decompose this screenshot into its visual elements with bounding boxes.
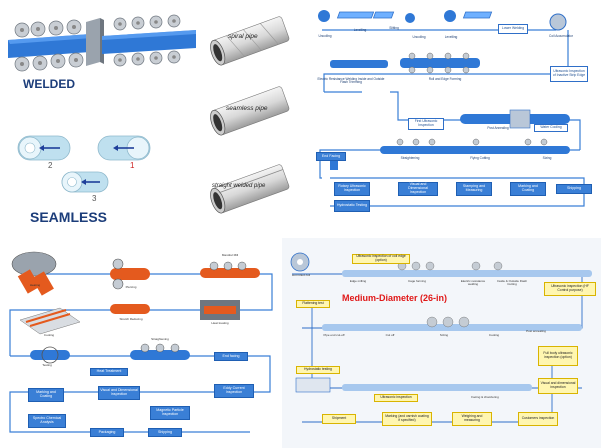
erw-step-ultrasonic-strip-edge: Ultrasonic Inspection of Inactive Strip … [550,66,588,82]
seamless-pipe-label: seamless pipe [226,105,268,112]
md-step-hydrostatic: Hydrostatic testing [296,366,340,374]
seamless-title: SEAMLESS [30,209,108,225]
erw-step-levelling: Levelling [353,28,367,32]
md-step-marking: Marking (and varnish coating if specifie… [382,412,432,426]
erw-flow-lines [318,10,585,207]
md-step-hot-rolled-coil: Hot rolled coil [291,273,311,277]
spiral-pipe-label: spiral pipe [228,33,258,40]
straight-welded-pipe-label: straight welded pipe [212,183,266,189]
md-step-shipment: Shipment [322,414,356,424]
erw-step-coil-accumulator: Coil Accumulator [549,34,573,38]
erw-step-rotary-ultrasonic: Rotary Ultrasonic Inspection [334,182,370,196]
heating-furnace [11,251,57,296]
diagram-number-2: 2 [48,161,53,170]
md-step-flash-cutting: Inside & Outside Flash Cutting [496,279,528,287]
md-step-cut-off: Cut off [385,333,395,337]
welded-mill-illustration [8,14,196,193]
md-step-full-body-ultrasonic: Full body ultrasonic inspection (option) [538,346,578,366]
seamless-step-packaging: Packaging [90,428,124,437]
seamless-step-testing: Testing [42,363,52,367]
seamless-step-heat-treating: Heat treating [211,321,229,325]
erw-step-straightening: Straightening [400,156,420,160]
md-step-weighing-measuring: Weighing and measuring [452,412,492,426]
erw-step-shipping: Shipping [556,184,592,194]
diagram-number-3: 3 [92,194,97,203]
md-step-ultrasonic-hf: Ultrasonic inspection (HF Control purpos… [544,282,596,296]
pipe-types-panel: spiral pipe seamless pipe straight welde… [200,0,300,238]
erw-step-post-annealing: Post Annealing [487,126,509,130]
seamless-step-heat-treatment: Heat Treatment [90,368,128,376]
seamless-step-end-facing: End facing [214,352,248,361]
seamless-step-shipping: Shipping [148,428,182,437]
diagram-number-1: 1 [130,161,135,170]
erw-process-panel: Uncoiling Levelling Slitting Uncoiling L… [300,0,601,238]
md-step-post-annealing: Post annealing [526,329,546,333]
seamless-step-magnetic-particle: Magnetic Particle Inspection [150,406,190,420]
seamless-step-visual-dimensional: Visual and Dimensional Inspection [98,386,140,400]
seamless-step-mandrel-mill: Mandrel Mill [221,253,239,257]
erw-step-slitting: Slitting [389,26,399,30]
seamless-step-straightening: Straightening [151,337,169,341]
medium-diameter-title: Medium-Diameter (26-in) [342,293,448,303]
seamless-step-marking-coating: Marking and Coating [28,388,64,402]
md-step-cooling: Cooling [488,333,500,337]
seamless-process-panel: Heating Piercing Mandrel Mill Cooling St… [0,238,282,448]
erw-step-end-facing: End Facing [316,152,346,161]
md-step-flattening-test: Flattening test [296,300,330,308]
erw-step-sizing: Sizing [542,156,552,160]
medium-diameter-panel: Medium-Diameter (26-in) Hot rolled coil … [282,238,601,448]
md-step-sizing: Sizing [439,333,449,337]
md-step-edge-milling: Edge milling [349,279,367,283]
erw-step-visual-dimensional: Visual and Dimensional Inspection [398,182,438,196]
pipe-types-illustration [210,16,290,214]
welded-seamless-panel: WELDED SEAMLESS 2 1 3 [0,0,200,238]
md-step-customers-inspection: Customers inspection [518,412,558,426]
erw-step-lower-welding: Lower Welding [498,24,528,34]
seamless-flow-lines [9,251,273,433]
welded-title: WELDED [23,77,75,91]
erw-step-stamping-measuring: Stamping and Measuring [456,182,492,196]
erw-step-uncoiling-2: Uncoiling [412,35,426,39]
seamless-step-spectro-chemical: Spectro Chemical Analysis [28,414,66,428]
md-step-erw: Electric resistance welding [460,279,486,287]
md-step-ultrasonic-inspection: Ultrasonic inspection [374,394,418,402]
erw-step-first-ultrasonic: First Ultrasonic Inspection [408,118,444,130]
seamless-diagram [17,135,151,193]
seamless-step-heating: Heating [29,283,41,287]
erw-step-water-cooling: Water Cooling [534,124,568,132]
erw-step-levelling-2: Levelling [444,35,458,39]
erw-step-erw-flash-trimming: Electric Resistance Welding Inside and O… [317,77,385,85]
seamless-step-piercing: Piercing [125,285,137,289]
erw-step-hydrostatic: Hydrostatic Testing [334,200,370,212]
seamless-step-stretch-reducing: Stretch Reducing [119,317,143,321]
erw-step-uncoiling: Uncoiling [318,34,332,38]
erw-step-marking-coating: Marking and Coating [510,182,546,196]
md-step-cage-forming: Cage forming [407,279,426,283]
md-step-ultrasonic-coil-edge: Ultrasonic inspection of coil edge (opti… [352,254,410,264]
erw-step-roll-edge-forming: Roll and Edge Forming [428,77,462,81]
medium-diameter-flow-lines [290,252,592,423]
erw-step-flying-cutting: Flying Cutting [470,156,490,160]
seamless-step-cooling: Cooling [43,333,55,337]
md-step-pipe-end-cutoff: Pipe end cut-off [323,333,345,337]
md-step-facing-chamfering: Facing & chamfering [471,395,499,399]
seamless-step-eddy-current: Eddy Current Inspection [214,384,254,398]
md-step-visual-dimensional: Visual and dimensional inspection [538,378,578,394]
